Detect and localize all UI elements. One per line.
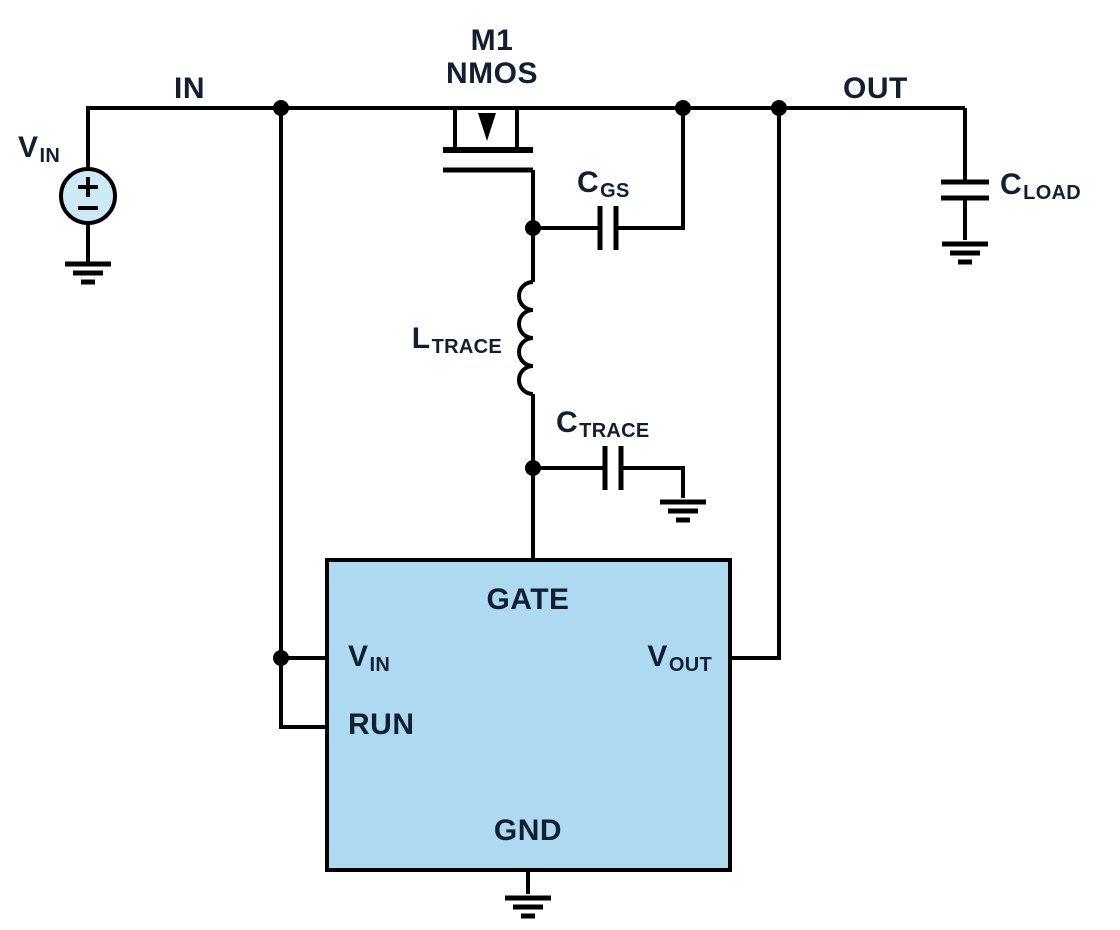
- ground-symbols: [65, 241, 988, 919]
- mosfet-body-arrow-icon: [478, 113, 496, 141]
- vin-source-label: VIN: [18, 131, 60, 168]
- in-net-label: IN: [174, 72, 205, 105]
- ic-pin-vout-sub: OUT: [668, 654, 712, 676]
- capacitors: [597, 179, 989, 490]
- ctrace-right-wire: [621, 466, 685, 498]
- out-net-label: OUT: [843, 72, 908, 105]
- cload-label-sub: LOAD: [1023, 182, 1082, 204]
- vin-source-label-sub: IN: [39, 145, 61, 167]
- node-dot-gate-ctrace: [525, 460, 541, 476]
- source-ground-icon: [65, 261, 111, 285]
- mosfet-type-label: NMOS: [446, 57, 538, 90]
- ic-ground-icon: [505, 895, 551, 919]
- vin-source-label-main: V: [18, 131, 39, 164]
- ic-pin-gate-label: GATE: [486, 583, 570, 616]
- plus-icon: [78, 177, 98, 197]
- ltrace-label-sub: TRACE: [431, 336, 502, 358]
- cload-label: CLOAD: [1000, 168, 1081, 205]
- run-branch-wire: [279, 108, 327, 729]
- ic-body: [325, 558, 732, 872]
- node-dot-gate-cgs: [525, 220, 541, 236]
- vin-voltage-source: [59, 167, 117, 225]
- inductor-ltrace: [517, 280, 534, 396]
- ic-pin-vout-main: V: [647, 640, 668, 673]
- cgs-label: CGS: [577, 166, 630, 203]
- node-dot-out: [771, 100, 787, 116]
- ic-pin-run-label: RUN: [348, 708, 415, 741]
- cgs-label-main: C: [577, 166, 600, 199]
- ctrace-label-sub: TRACE: [579, 420, 650, 442]
- ltrace-label: LTRACE: [372, 322, 502, 359]
- cgs-label-sub: GS: [600, 180, 630, 202]
- ltrace-label-main: L: [411, 322, 431, 355]
- junction-dots: [273, 100, 787, 666]
- ic-pin-gnd-label: GND: [493, 814, 563, 847]
- ctrace-label: CTRACE: [556, 406, 650, 443]
- ctrace-label-main: C: [556, 406, 579, 439]
- cload-label-main: C: [1000, 168, 1023, 201]
- ic-pin-vin-main: V: [348, 640, 369, 673]
- cload-ground-icon: [942, 241, 988, 265]
- ic-pin-vout-label: VOUT: [598, 640, 712, 677]
- cgs-right-wire: [616, 108, 685, 230]
- node-dot-vin-pin: [273, 650, 289, 666]
- mosfet-label: M1 NMOS: [430, 24, 554, 90]
- node-dot-cgs-rail: [675, 100, 691, 116]
- mosfet-name-label: M1: [470, 24, 514, 57]
- ctrace-ground-icon: [660, 499, 706, 523]
- ic-pin-vin-sub: IN: [369, 654, 391, 676]
- ic-pin-vin-label: VIN: [348, 640, 390, 677]
- vout-branch-wire: [730, 108, 781, 660]
- top-rail-wire: [86, 106, 965, 170]
- wires: [86, 106, 967, 894]
- node-dot-in: [273, 100, 289, 116]
- mosfet-m1: [443, 108, 533, 173]
